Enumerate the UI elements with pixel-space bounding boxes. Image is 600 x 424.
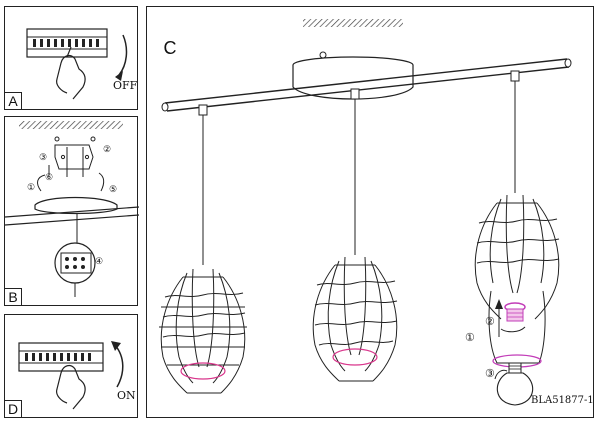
panel-b: ① ② ③ ④ ⑤ ⑥ B — [4, 116, 140, 306]
panel-label-c: C — [159, 37, 181, 59]
lamp-socket — [504, 302, 526, 322]
step-marker-3: ③ — [39, 153, 48, 163]
ceiling-hatch — [19, 121, 123, 129]
panel-d: ON D — [4, 314, 138, 418]
switch-off-text: OFF — [113, 79, 138, 92]
step-marker-2: ② — [103, 145, 112, 155]
bulb-step-1: ① — [465, 331, 475, 344]
lamp-shade-middle — [312, 256, 398, 382]
pendant-lamp-installation-illustration — [159, 19, 572, 406]
light-bulb-icon — [496, 362, 534, 406]
rotate-arrow-icon — [500, 326, 526, 333]
lamp-shade-left — [159, 268, 247, 394]
circuit-breaker-on-illustration — [18, 341, 124, 410]
step-marker-5: ⑤ — [109, 185, 118, 195]
panel-label-a: A — [4, 92, 22, 110]
step-marker-1: ① — [27, 183, 36, 193]
panel-label-d: D — [4, 400, 22, 418]
ceiling-hatch — [303, 19, 403, 27]
up-arrow-icon — [495, 299, 503, 337]
panel-a: OFF A — [4, 6, 138, 110]
panel-c: C — [146, 6, 594, 418]
panel-label-b: B — [4, 288, 22, 306]
suspension-bar — [161, 58, 572, 112]
switch-on-text: ON — [117, 389, 136, 402]
step-marker-6: ⑥ — [45, 173, 54, 183]
model-code: BLA51877-1 — [531, 395, 594, 406]
up-arrow-icon — [494, 369, 508, 380]
bulb-step-2: ② — [485, 315, 495, 328]
bulb-step-3: ③ — [485, 367, 495, 380]
circuit-breaker-off-illustration — [26, 28, 128, 100]
ceiling-mount-wiring-illustration — [4, 121, 140, 297]
step-marker-4: ④ — [95, 257, 104, 267]
lamp-shade-right — [474, 194, 560, 364]
